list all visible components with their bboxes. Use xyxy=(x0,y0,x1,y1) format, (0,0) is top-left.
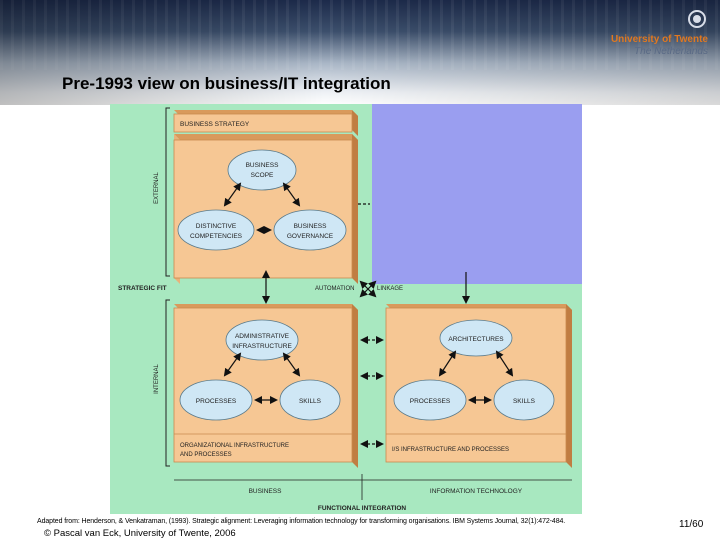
university-name: University of Twente The Netherlands xyxy=(611,34,708,58)
footer-copyright: © Pascal van Eck, University of Twente, … xyxy=(44,528,236,539)
scope-governance-arrow xyxy=(282,182,301,207)
external-label: EXTERNAL xyxy=(154,172,160,204)
strategic-fit-label: STRATEGIC FIT xyxy=(118,285,167,292)
banner-texture xyxy=(0,0,720,70)
org-infrastructure-label-2: AND PROCESSES xyxy=(180,452,232,458)
distinctive-competencies: DISTINCTIVE COMPETENCIES xyxy=(177,209,255,251)
svg-text:PROCESSES: PROCESSES xyxy=(196,398,237,405)
processes-it: PROCESSES xyxy=(393,379,467,421)
business-strategy-block: BUSINESS STRATEGY xyxy=(173,110,358,284)
footer-reference: Adapted from: Henderson, & Venkatraman, … xyxy=(37,518,566,525)
skills-business: SKILLS xyxy=(279,379,341,421)
svg-text:ADMINISTRATIVE: ADMINISTRATIVE xyxy=(235,333,290,340)
architectures: ARCHITECTURES xyxy=(439,319,513,357)
header-banner: University of Twente The Netherlands xyxy=(0,0,720,105)
page-number: 11/60 xyxy=(679,519,704,530)
scope-competencies-arrow xyxy=(223,182,242,207)
svg-text:PROCESSES: PROCESSES xyxy=(410,398,451,405)
business-governance: BUSINESS GOVERNANCE xyxy=(273,209,347,251)
automation-label: AUTOMATION xyxy=(315,286,354,292)
banner-shade xyxy=(0,0,720,105)
svg-text:INFRASTRUCTURE: INFRASTRUCTURE xyxy=(232,343,292,350)
business-strategy-label: BUSINESS STRATEGY xyxy=(180,121,250,128)
functional-integration-label: FUNCTIONAL INTEGRATION xyxy=(318,505,407,512)
svg-text:COMPETENCIES: COMPETENCIES xyxy=(190,233,243,240)
internal-label: INTERNAL xyxy=(154,364,160,394)
svg-text:ARCHITECTURES: ARCHITECTURES xyxy=(448,336,504,343)
cross-arrow-up xyxy=(359,280,377,298)
svg-text:BUSINESS: BUSINESS xyxy=(294,223,328,230)
admin-skills-arrow xyxy=(282,352,301,377)
blank-quadrant xyxy=(372,104,582,284)
arch-processes-arrow xyxy=(438,350,457,377)
processes-business: PROCESSES xyxy=(179,379,253,421)
information-technology-label: INFORMATION TECHNOLOGY xyxy=(430,488,523,495)
administrative-infrastructure: ADMINISTRATIVE INFRASTRUCTURE xyxy=(225,319,299,361)
svg-text:SCOPE: SCOPE xyxy=(251,172,274,179)
slide-title: Pre-1993 view on business/IT integration xyxy=(62,74,391,93)
is-infrastructure-label: I/S INFRASTRUCTURE AND PROCESSES xyxy=(392,447,509,453)
business-scope: BUSINESS SCOPE xyxy=(227,149,297,191)
arch-skills-arrow xyxy=(495,350,514,377)
admin-processes-arrow xyxy=(223,352,242,377)
org-infrastructure-label-1: ORGANIZATIONAL INFRASTRUCTURE xyxy=(180,443,289,449)
business-strategy-box xyxy=(173,113,353,133)
university-logo-icon xyxy=(688,10,706,28)
business-label: BUSINESS xyxy=(249,488,283,495)
skills-it: SKILLS xyxy=(493,379,555,421)
svg-text:BUSINESS: BUSINESS xyxy=(246,162,280,169)
linkage-label: LINKAGE xyxy=(377,286,403,292)
internal-bracket xyxy=(165,299,170,467)
svg-text:DISTINCTIVE: DISTINCTIVE xyxy=(196,223,237,230)
university-title: University of Twente xyxy=(610,34,708,45)
external-bracket xyxy=(165,107,170,277)
university-country: The Netherlands xyxy=(634,46,708,57)
strategic-alignment-diagram: EXTERNAL INTERNAL BUSINESS STRATEGY BUSI… xyxy=(110,104,582,514)
svg-text:SKILLS: SKILLS xyxy=(513,398,536,405)
svg-text:GOVERNANCE: GOVERNANCE xyxy=(287,233,334,240)
svg-text:SKILLS: SKILLS xyxy=(299,398,322,405)
